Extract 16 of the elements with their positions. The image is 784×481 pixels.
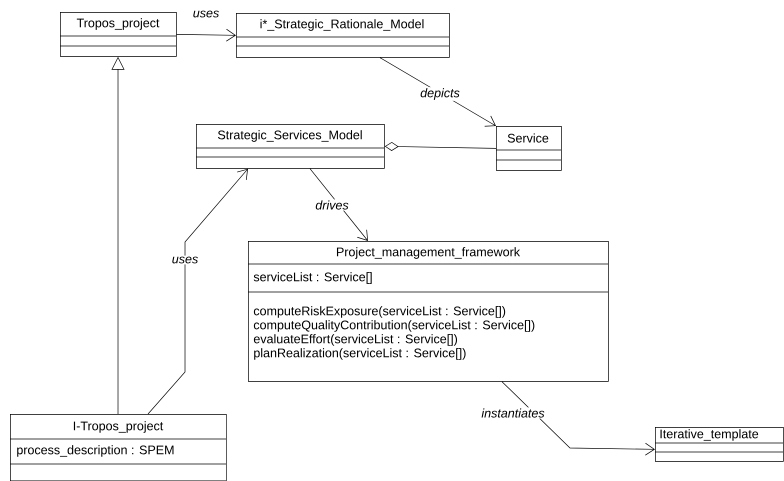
edge-label: uses [170, 256, 200, 264]
edge-label: uses [192, 10, 220, 18]
association-arrow [310, 168, 368, 241]
association-arrow [148, 168, 248, 414]
association-arrow [502, 381, 655, 456]
edge-label: depicts [419, 87, 461, 101]
edge-label: instantiates [480, 407, 546, 419]
class-box: i*_Strategic_Rationale_Model [236, 13, 450, 58]
edge-label: drives [314, 199, 350, 211]
class-box: Iterative_template [654, 427, 784, 462]
class-box: Strategic_Services_Model [196, 124, 385, 169]
class-box: Project_management_framework serviceList : Service[] computeRiskExposure(serviceList : Service[]) computeQualityContribution(serviceList : Service[]) evaluateEffort(serviceList : Service[]) planRealization(serviceList : Service[]) [248, 241, 609, 382]
association-arrow [176, 28, 236, 42]
class-box: I-Tropos_project process_description : SPEM [10, 414, 227, 481]
class-box: Service [496, 126, 562, 171]
class-box: Tropos_project [60, 12, 177, 57]
